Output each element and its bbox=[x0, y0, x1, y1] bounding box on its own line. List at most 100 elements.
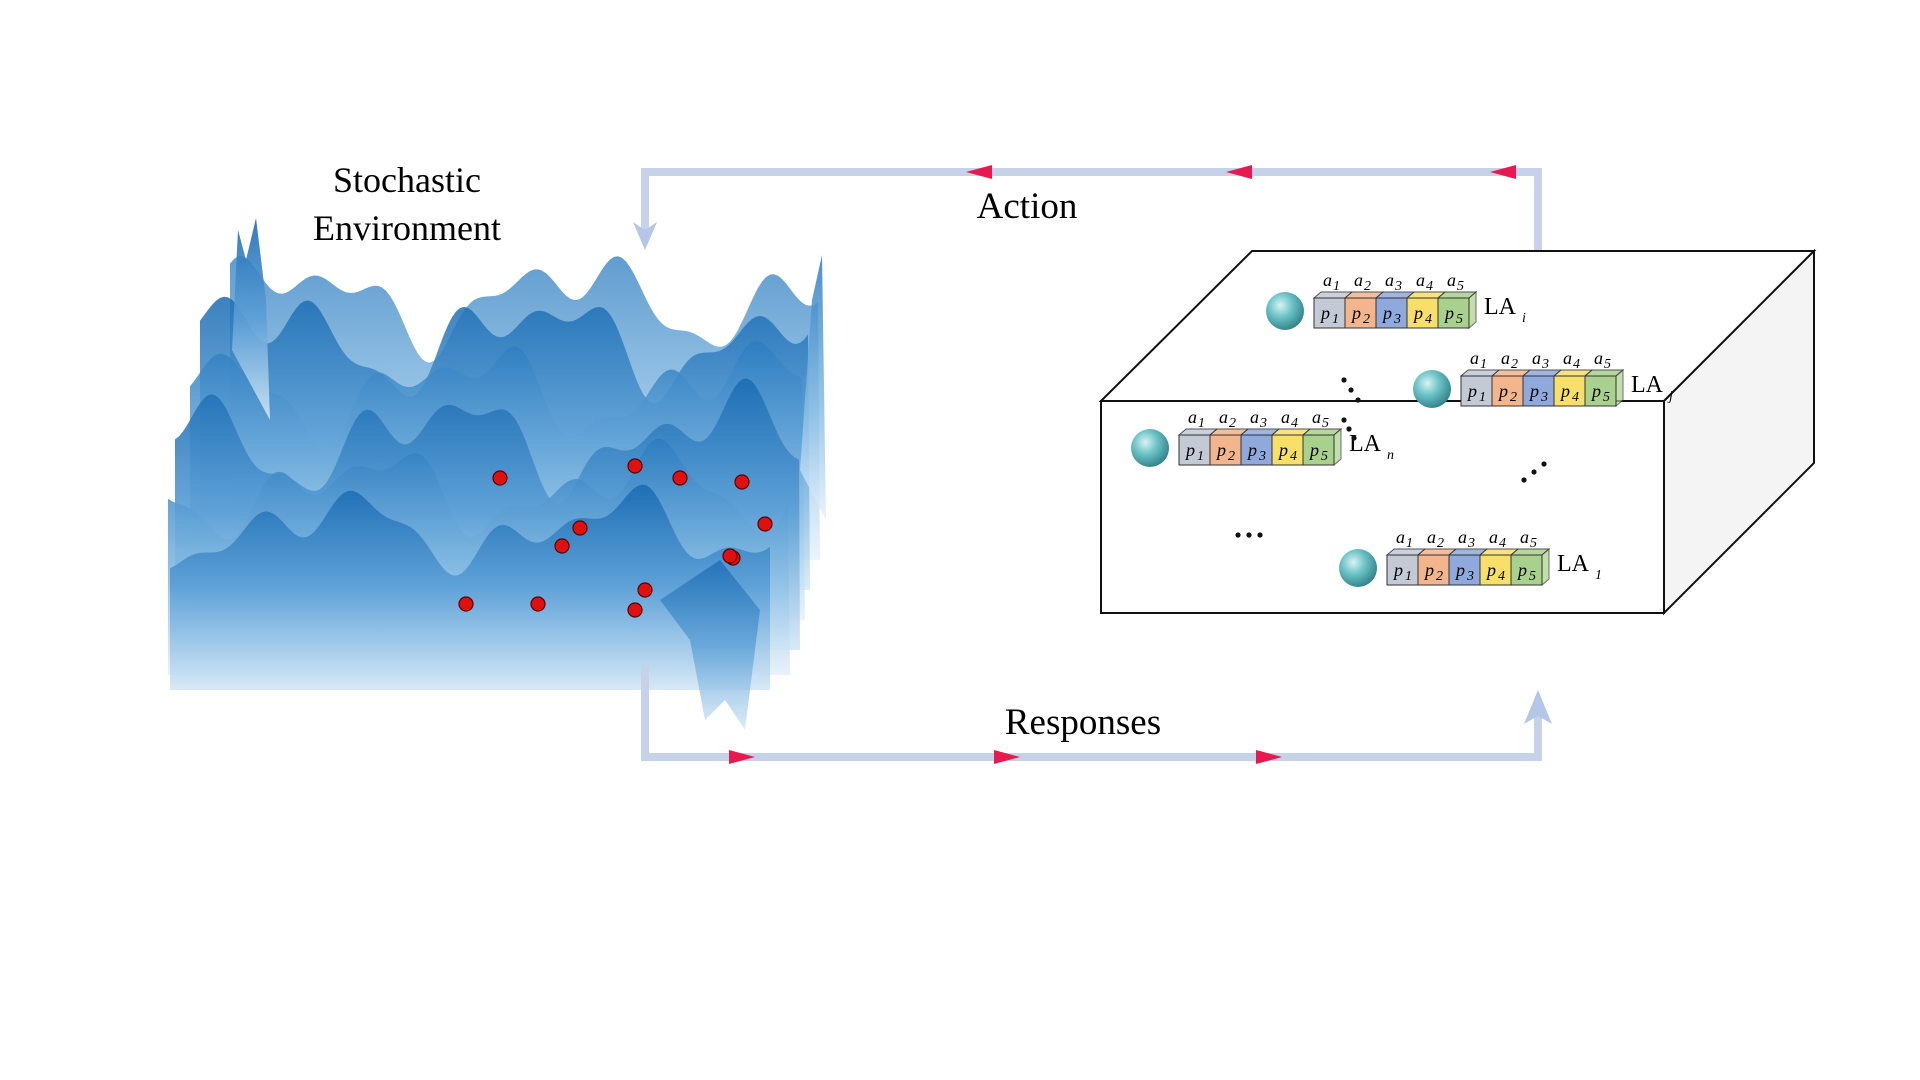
action-index: 4 bbox=[1573, 357, 1580, 372]
action-arrow-line bbox=[641, 168, 1542, 267]
action-label: a bbox=[1532, 348, 1541, 368]
action-index: 3 bbox=[1259, 416, 1267, 431]
action-label: a bbox=[1489, 527, 1498, 547]
action-cell bbox=[1553, 375, 1586, 407]
probability-label: p bbox=[1559, 381, 1570, 401]
environment-title-line2: Environment bbox=[313, 208, 501, 248]
probability-index: 2 bbox=[1363, 312, 1370, 327]
action-index: 4 bbox=[1291, 416, 1298, 431]
probability-label: p bbox=[1381, 303, 1392, 323]
probability-label: p bbox=[1454, 560, 1465, 580]
automaton-ball bbox=[1266, 292, 1304, 330]
responses-label: Responses bbox=[1005, 702, 1161, 743]
probability-label: p bbox=[1466, 381, 1477, 401]
action-index: 2 bbox=[1229, 416, 1236, 431]
action-label: a bbox=[1396, 527, 1405, 547]
ellipsis-dot bbox=[1531, 469, 1537, 475]
probability-index: 4 bbox=[1498, 569, 1505, 584]
action-cell bbox=[1460, 375, 1493, 407]
action-index: 1 bbox=[1406, 536, 1413, 551]
action-cell bbox=[1240, 434, 1273, 466]
automaton-name: LA bbox=[1484, 294, 1517, 320]
action-label: a bbox=[1501, 348, 1510, 368]
sample-point-marker bbox=[637, 582, 653, 598]
action-cell bbox=[1386, 554, 1419, 586]
probability-index: 4 bbox=[1425, 312, 1432, 327]
probability-index: 4 bbox=[1290, 449, 1297, 464]
ellipsis-dot bbox=[1521, 477, 1527, 483]
probability-index: 4 bbox=[1572, 390, 1579, 405]
action-index: 3 bbox=[1394, 279, 1402, 294]
ellipsis-dot bbox=[1348, 387, 1354, 393]
action-label: a bbox=[1219, 407, 1228, 427]
ellipsis-dot bbox=[1346, 426, 1352, 432]
ellipsis-dot bbox=[1246, 532, 1252, 538]
action-label: a bbox=[1312, 407, 1321, 427]
probability-index: 5 bbox=[1456, 312, 1463, 327]
ellipsis-dot bbox=[1257, 532, 1263, 538]
probability-index: 2 bbox=[1228, 449, 1235, 464]
probability-index: 5 bbox=[1529, 569, 1536, 584]
probability-index: 1 bbox=[1197, 449, 1204, 464]
sample-point-marker bbox=[722, 548, 738, 564]
probability-label: p bbox=[1246, 440, 1257, 460]
probability-label: p bbox=[1412, 303, 1423, 323]
responses-flow-marker-1 bbox=[729, 750, 755, 764]
responses-arrow-head bbox=[1524, 690, 1552, 724]
probability-label: p bbox=[1350, 303, 1361, 323]
action-label: a bbox=[1250, 407, 1259, 427]
automaton-index: 1 bbox=[1595, 568, 1602, 583]
ellipsis-dot bbox=[1235, 532, 1241, 538]
terrain-markers bbox=[458, 458, 773, 618]
probability-label: p bbox=[1392, 560, 1403, 580]
probability-label: p bbox=[1277, 440, 1288, 460]
automaton-index: n bbox=[1387, 448, 1394, 463]
action-arrow-head bbox=[633, 222, 657, 250]
probability-index: 1 bbox=[1405, 569, 1412, 584]
probability-label: p bbox=[1184, 440, 1195, 460]
action-index: 1 bbox=[1480, 357, 1487, 372]
action-index: 1 bbox=[1198, 416, 1205, 431]
action-cell bbox=[1375, 297, 1408, 329]
sample-point-marker bbox=[530, 596, 546, 612]
probability-label: p bbox=[1443, 303, 1454, 323]
responses-arrow bbox=[641, 665, 1552, 764]
probability-index: 1 bbox=[1332, 312, 1339, 327]
action-label: a bbox=[1594, 348, 1603, 368]
probability-index: 5 bbox=[1603, 390, 1610, 405]
terrain-peak bbox=[232, 218, 270, 420]
automaton-ball bbox=[1413, 370, 1451, 408]
terrain-peak bbox=[800, 255, 826, 520]
probability-index: 1 bbox=[1479, 390, 1486, 405]
probability-index: 2 bbox=[1436, 569, 1443, 584]
probability-label: p bbox=[1308, 440, 1319, 460]
probability-index: 2 bbox=[1510, 390, 1517, 405]
action-index: 4 bbox=[1426, 279, 1433, 294]
probability-label: p bbox=[1497, 381, 1508, 401]
action-index: 2 bbox=[1437, 536, 1444, 551]
sample-point-marker bbox=[734, 474, 750, 490]
action-cell bbox=[1510, 554, 1543, 586]
sample-point-marker bbox=[627, 602, 643, 618]
action-label: a bbox=[1323, 270, 1332, 290]
action-cell bbox=[1302, 434, 1335, 466]
action-cell bbox=[1437, 297, 1470, 329]
action-label: a bbox=[1188, 407, 1197, 427]
environment-title-line1: Stochastic bbox=[333, 160, 481, 200]
action-index: 5 bbox=[1604, 357, 1611, 372]
probability-index: 3 bbox=[1466, 569, 1474, 584]
automaton-index: j bbox=[1667, 389, 1673, 404]
action-cell bbox=[1344, 297, 1377, 329]
ellipsis-dot bbox=[1341, 417, 1347, 423]
sample-point-marker bbox=[554, 538, 570, 554]
action-cell-side bbox=[1541, 547, 1550, 587]
action-cell bbox=[1178, 434, 1211, 466]
action-flow-marker-3 bbox=[966, 165, 992, 179]
action-index: 2 bbox=[1364, 279, 1371, 294]
action-label: a bbox=[1354, 270, 1363, 290]
automaton-index: i bbox=[1522, 311, 1526, 326]
